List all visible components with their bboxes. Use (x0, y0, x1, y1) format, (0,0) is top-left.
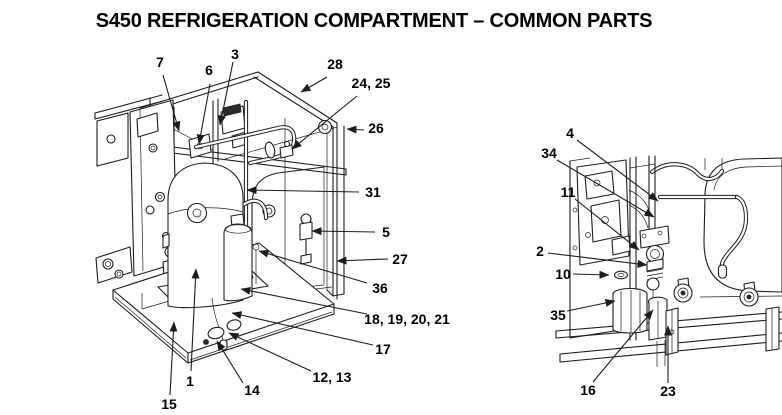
detail-tubing (649, 158, 749, 279)
callout-7: 7 (156, 54, 164, 70)
main-assembly-art (94, 71, 347, 364)
callout-16: 16 (580, 382, 596, 398)
callout-1: 1 (186, 373, 194, 389)
canister-cylinder (612, 287, 648, 334)
detail-view-art (555, 155, 782, 367)
callout-27: 27 (392, 251, 408, 267)
callout-4: 4 (566, 125, 574, 141)
callout-6: 6 (205, 62, 213, 78)
callout-leader-28 (300, 76, 328, 93)
callout-leader-31 (246, 186, 360, 195)
callout-15: 15 (161, 396, 177, 412)
service-valve (299, 213, 313, 265)
callout-leader-34 (556, 159, 655, 218)
callout-24-25: 24, 25 (351, 75, 391, 91)
callout-leader-1 (190, 268, 200, 372)
callout-36: 36 (372, 280, 388, 296)
callout-12-13: 12, 13 (312, 369, 352, 385)
callout-28: 28 (327, 56, 343, 72)
callout-14: 14 (244, 382, 260, 398)
callout-leader-26 (346, 125, 365, 134)
callout-leader-15 (169, 321, 178, 396)
callout-35: 35 (550, 307, 566, 323)
callout-leader-5 (311, 227, 376, 236)
page-title: S450 REFRIGERATION COMPARTMENT – COMMON … (95, 10, 653, 32)
callout-leader-2 (547, 252, 648, 268)
callout-leader-3 (218, 61, 234, 126)
left-bracket (95, 99, 183, 284)
callout-leader-27 (336, 256, 389, 265)
callout-23: 23 (660, 383, 676, 399)
callout-5: 5 (382, 224, 390, 240)
callout-leader-4 (576, 139, 659, 202)
callout-leader-11 (574, 198, 640, 251)
callout-34: 34 (541, 145, 557, 161)
grommets (203, 319, 242, 345)
callout-26: 26 (368, 120, 384, 136)
callout-leader-36 (258, 249, 368, 284)
callout-leader-18-19-20-21 (240, 286, 368, 315)
electrical-box (569, 157, 651, 339)
valve-assembly (639, 225, 670, 300)
callout-leader-35 (566, 299, 616, 312)
grommet-oval (613, 270, 629, 280)
callout-31: 31 (365, 184, 381, 200)
drier-cylinder (647, 296, 668, 341)
callout-17: 17 (375, 341, 391, 357)
callout-leader-24-25 (291, 95, 358, 150)
callout-18-19-20-21: 18, 19, 20, 21 (364, 311, 450, 327)
callout-2: 2 (536, 243, 544, 259)
callout-10: 10 (555, 266, 571, 282)
callout-3: 3 (231, 46, 239, 62)
callout-leader-10 (572, 270, 610, 279)
callout-leader-lines (162, 61, 672, 396)
support-bracket (665, 307, 679, 356)
callout-leader-17 (231, 311, 374, 346)
callout-leader-6 (196, 83, 211, 145)
callout-leader-7 (162, 74, 181, 132)
muffler-cylinder (223, 213, 260, 302)
detail-compressor-body (673, 157, 782, 307)
callout-11: 11 (560, 184, 576, 200)
callout-leader-12-13 (228, 332, 312, 372)
callout-leader-16 (592, 309, 654, 383)
callout-leader-14 (216, 340, 244, 384)
